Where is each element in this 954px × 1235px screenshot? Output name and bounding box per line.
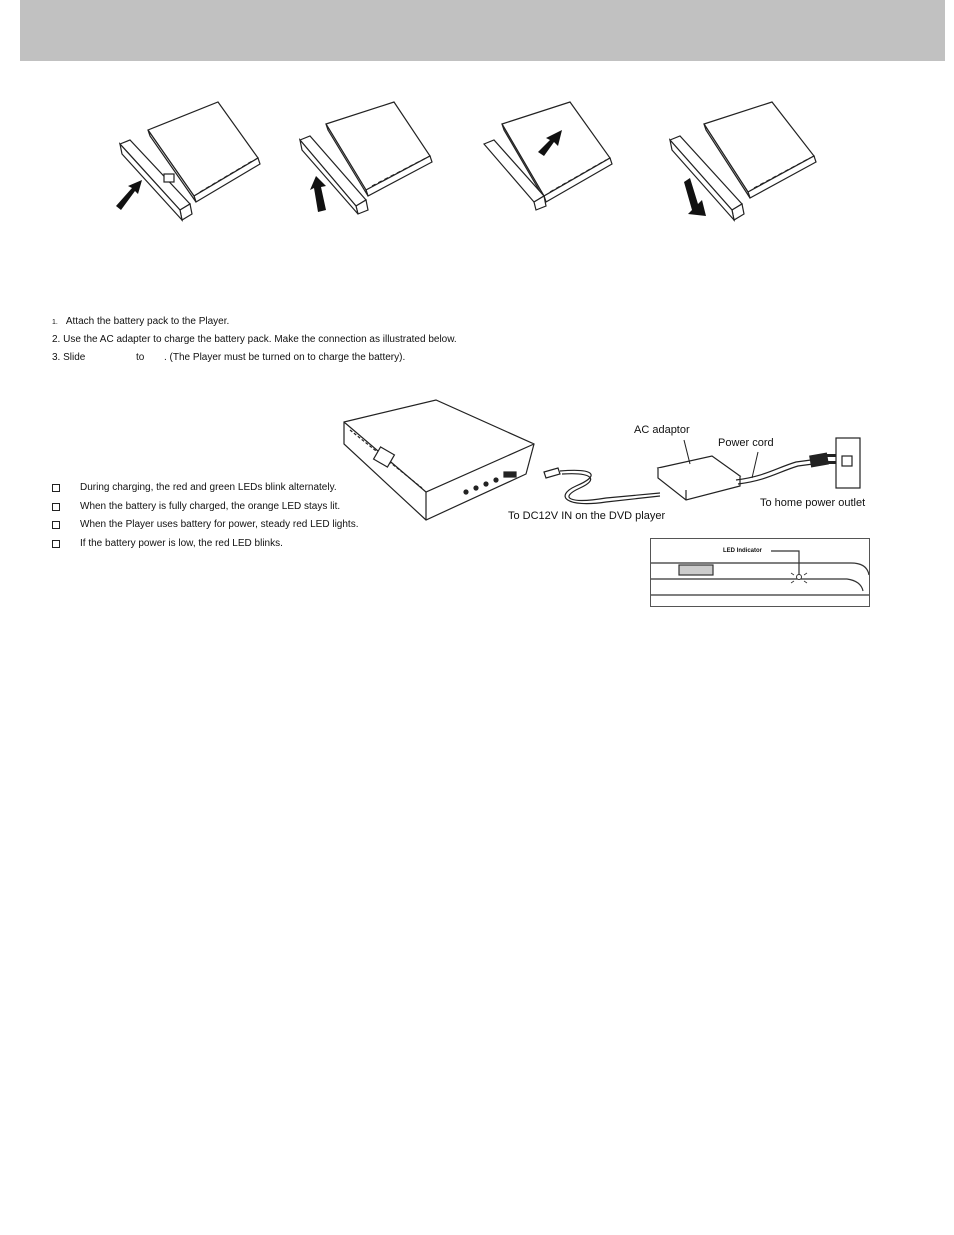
checkbox-icon: [52, 539, 60, 548]
step-3-part-a: 3. Slide: [52, 352, 86, 363]
dc-plug: [543, 467, 561, 479]
charging-connection-diagram: [343, 399, 861, 521]
arrow-icon: [684, 178, 706, 216]
instruction-step-2: 2. Use the AC adapter to charge the batt…: [52, 334, 457, 345]
led-indicator-closeup: LED Indicator: [650, 538, 870, 607]
step-1-number: 1.: [52, 319, 58, 326]
arrow-icon: [538, 130, 562, 156]
step-3-part-b: to: [136, 352, 145, 363]
callout-power-cord: Power cord: [718, 437, 774, 449]
checkbox-icon: [52, 502, 60, 511]
battery-attach-step2-figure: [298, 101, 433, 215]
step-3-part-c: . (The Player must be turned on to charg…: [164, 352, 406, 363]
battery-detach-step4-figure: [668, 101, 817, 223]
checkbox-icon: [52, 521, 60, 530]
callout-home-outlet: To home power outlet: [760, 497, 866, 509]
battery-attach-step1-figure: [116, 101, 261, 223]
step-1-text: Attach the battery pack to the Player.: [65, 316, 230, 327]
arrow-icon: [116, 180, 142, 210]
checkbox-icon: [52, 484, 60, 492]
callout-ac-adaptor: AC adaptor: [634, 424, 690, 436]
callout-dc-in: To DC12V IN on the DVD player: [508, 510, 666, 522]
instruction-step-1: 1. Attach the battery pack to the Player.: [52, 316, 229, 329]
arrow-icon: [310, 176, 326, 212]
battery-attach-step3-figure: [482, 101, 613, 211]
led-indicator-label: LED Indicator: [723, 548, 763, 554]
header-bar: [20, 0, 945, 61]
